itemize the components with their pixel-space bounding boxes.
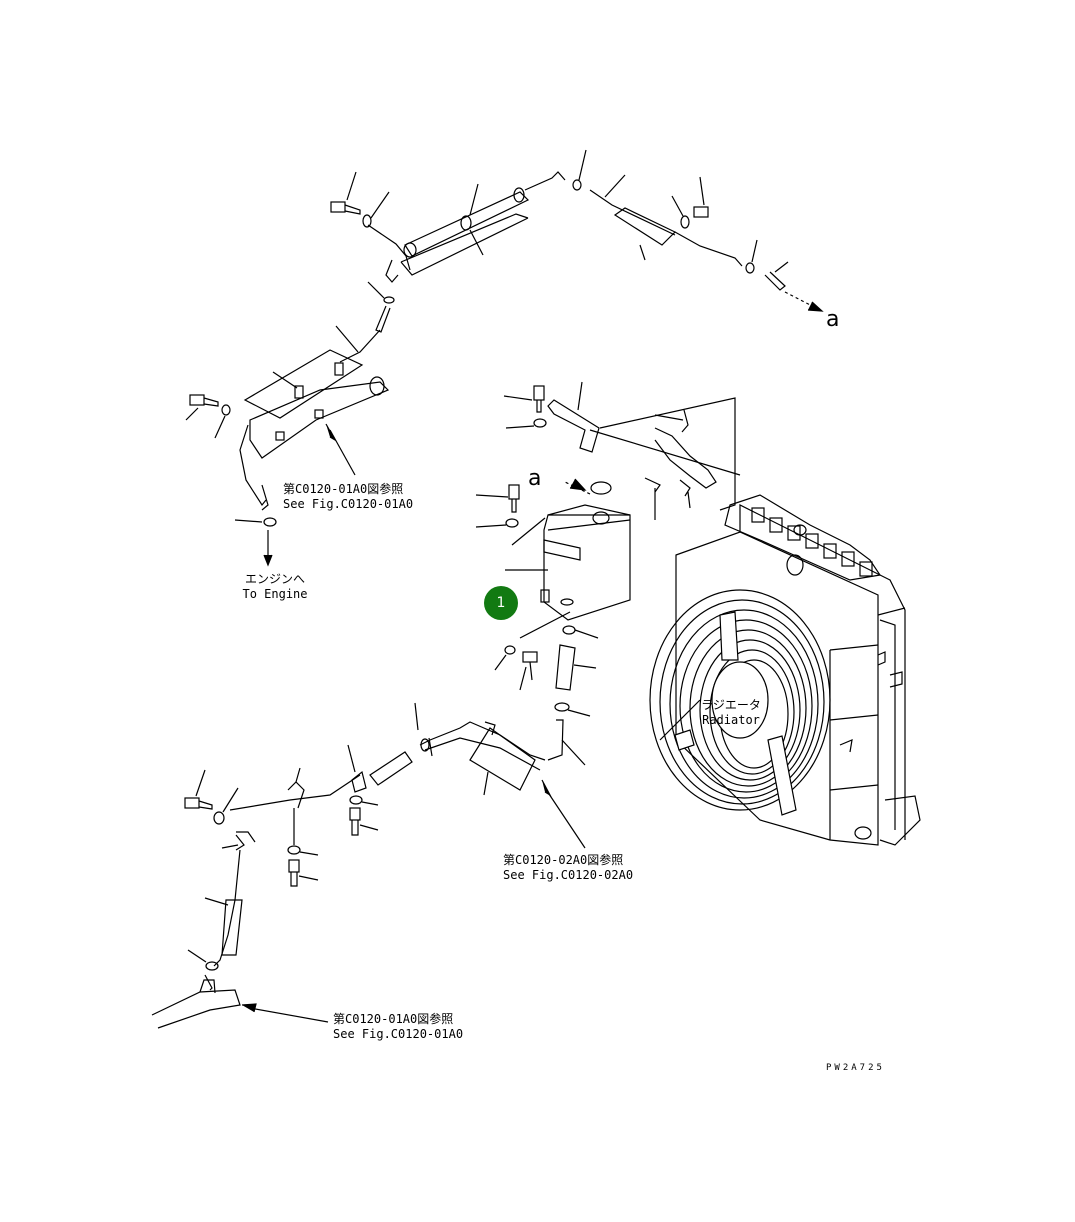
bolt-icon	[349, 807, 361, 821]
bolt-icon	[330, 201, 346, 213]
clamp-icon	[263, 517, 277, 527]
bolt-icon	[508, 484, 520, 500]
bolt-icon	[522, 651, 538, 663]
reference-mid-en: See Fig.C0120-02A0	[503, 868, 634, 882]
washer-icon	[362, 214, 372, 228]
bolt-icon	[288, 859, 300, 873]
radiator-label-jp: ラジエータ	[701, 698, 761, 712]
washer-icon	[572, 179, 582, 191]
reference-mid-jp: 第C0120-02A0図参照	[503, 853, 624, 867]
washer-icon	[349, 795, 363, 805]
engine-label-jp: エンジンへ	[244, 572, 305, 586]
lower-hose-assembly	[151, 702, 586, 1029]
reference-top-en: See Fig.C0120-01A0	[283, 497, 414, 511]
connection-letter-center: a	[528, 466, 542, 491]
bolt-icon	[184, 797, 200, 809]
washer-icon	[504, 645, 516, 655]
radiator-label: ラジエータ Radiator	[696, 698, 766, 728]
connection-letter-top-right: a	[826, 307, 840, 332]
washer-icon	[533, 418, 547, 428]
engine-label: エンジンへ To Engine	[235, 572, 315, 602]
reference-label-top: 第C0120-01A0図参照 See Fig.C0120-01A0	[283, 482, 413, 512]
engine-label-en: To Engine	[242, 587, 308, 601]
part-marker-1[interactable]: 1	[484, 586, 518, 620]
washer-icon	[221, 404, 231, 416]
reference-bottom-jp: 第C0120-01A0図参照	[333, 1012, 454, 1026]
radiator-label-en: Radiator	[702, 713, 760, 727]
reference-top-jp: 第C0120-01A0図参照	[283, 482, 404, 496]
bolt-icon	[693, 206, 709, 218]
cap-icon	[592, 511, 610, 525]
washer-icon	[213, 811, 225, 825]
washer-icon	[287, 845, 301, 855]
reference-label-bottom: 第C0120-01A0図参照 See Fig.C0120-01A0	[333, 1012, 463, 1042]
reference-bottom-en: See Fig.C0120-01A0	[333, 1027, 464, 1041]
reservoir-tank	[475, 381, 741, 766]
drawing-code: PW2A725	[826, 1063, 885, 1073]
reference-label-mid: 第C0120-02A0図参照 See Fig.C0120-02A0	[503, 853, 633, 883]
clamp-icon	[383, 296, 395, 304]
washer-icon	[680, 215, 690, 229]
radiator-unit	[649, 494, 921, 846]
clamp-icon	[554, 702, 570, 712]
clamp-icon	[205, 961, 219, 971]
bolt-icon	[533, 385, 545, 401]
washer-icon	[505, 518, 519, 528]
upper-hose-assembly	[185, 149, 824, 567]
bolt-icon	[189, 394, 205, 406]
